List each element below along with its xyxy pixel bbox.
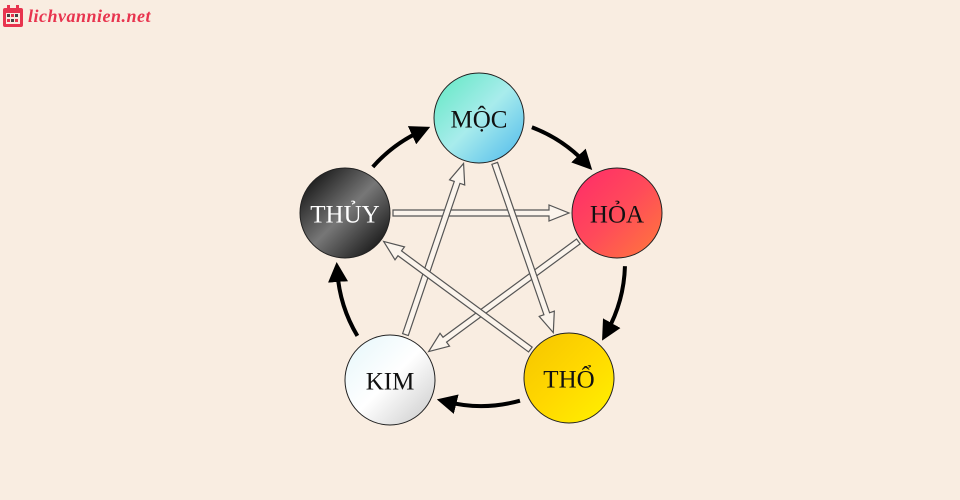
element-circle [299,167,391,259]
logo[interactable]: lichvannien.net [2,4,151,28]
logo-text: lichvannien.net [28,5,152,26]
generating-arrow-moc-hoa [531,125,593,170]
element-circle [523,332,615,424]
element-tho: THỔ [523,332,615,424]
element-circle [433,72,525,164]
calendar-icon [3,5,23,27]
element-label: THỔ [543,365,594,394]
element-moc: MỘC [433,72,525,164]
element-circle [571,167,663,259]
generating-arrow-hoa-tho [602,266,627,341]
element-circle [344,334,436,426]
generating-cycle-arrows [328,125,627,414]
element-label: KIM [366,369,415,396]
generating-arrow-thuy-moc [371,126,431,169]
generating-arrow-kim-thuy [328,261,360,337]
generating-arrow-tho-kim [436,394,521,414]
element-label: THỦY [310,201,379,229]
controlling-arrow-tho-thuy [382,240,533,353]
controlling-arrow-kim-moc [401,161,466,337]
element-nodes: MỘC HỎA THỔ KIM THỦY [299,72,663,426]
controlling-cycle-arrows [382,161,581,353]
element-kim: KIM [344,334,436,426]
controlling-arrow-hoa-kim [427,238,581,353]
controlling-arrow-moc-tho [491,161,555,335]
element-hoa: HỎA [571,167,663,259]
element-label: HỎA [590,201,644,229]
controlling-arrow-thuy-hoa [392,204,571,222]
element-label: MỘC [451,106,508,134]
element-thuy: THỦY [299,167,391,259]
